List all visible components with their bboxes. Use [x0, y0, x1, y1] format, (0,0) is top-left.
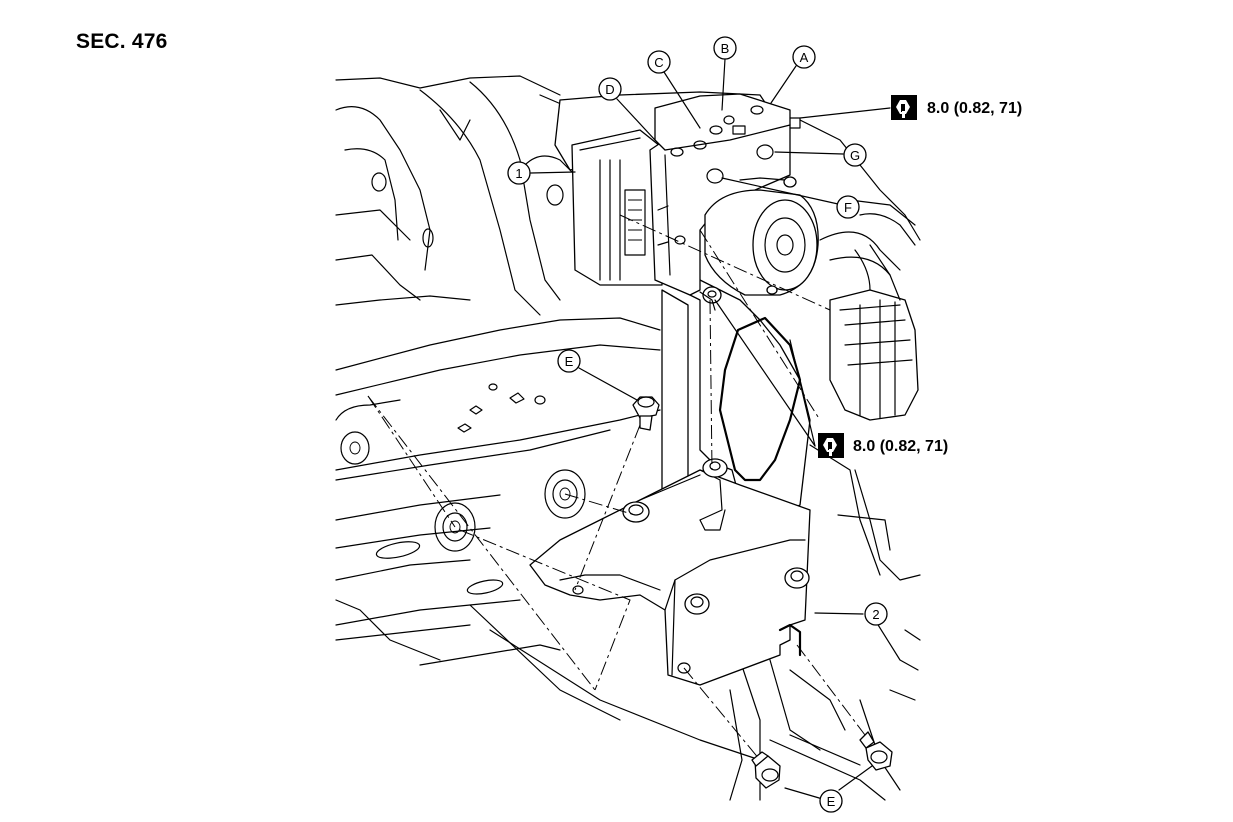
- assembly-centerlines: [367, 214, 866, 761]
- callout-part-1: 1: [507, 161, 531, 185]
- svg-text:B: B: [721, 41, 730, 56]
- svg-text:F: F: [844, 200, 852, 215]
- torque-wrench-icon: [891, 95, 917, 120]
- callout-port-g: G: [843, 143, 867, 167]
- callout-bolt-e-lower: E: [819, 789, 843, 813]
- bolt-e-lower-left: [751, 751, 781, 789]
- callout-port-b: B: [713, 36, 737, 60]
- bracket-nut-lower-right: [784, 567, 810, 589]
- callout-port-c: C: [647, 50, 671, 74]
- bracket-nut-lower-left: [684, 593, 710, 615]
- svg-text:2: 2: [872, 607, 879, 622]
- vehicle-body-structure: [335, 75, 921, 801]
- bracket-center-nut: [702, 458, 728, 478]
- svg-text:G: G: [850, 148, 860, 163]
- torque-spec-upper: 8.0 (0.82, 71): [891, 95, 1022, 120]
- svg-text:1: 1: [515, 166, 522, 181]
- svg-text:A: A: [800, 50, 809, 65]
- callout-port-f: F: [836, 195, 860, 219]
- svg-text:E: E: [565, 354, 574, 369]
- callout-bolt-e-upper: E: [557, 349, 581, 373]
- callout-port-a: A: [792, 45, 816, 69]
- callout-part-2: 2: [864, 602, 888, 626]
- bolt-e-upper-left: [632, 396, 660, 431]
- section-label: SEC. 476: [76, 30, 168, 53]
- svg-text:C: C: [654, 55, 663, 70]
- leader-lines: [530, 58, 891, 801]
- torque-value-lower: 8.0 (0.82, 71): [853, 438, 948, 455]
- callout-port-d: D: [598, 77, 622, 101]
- svg-text:E: E: [827, 794, 836, 809]
- torque-wrench-icon: [818, 433, 844, 458]
- actuator-bracket-part-2: [529, 269, 811, 686]
- abs-actuator-part-1: [554, 91, 819, 311]
- torque-value-upper: 8.0 (0.82, 71): [927, 100, 1022, 117]
- bracket-nut-upper: [622, 501, 650, 523]
- torque-spec-lower: 8.0 (0.82, 71): [818, 433, 948, 458]
- svg-text:D: D: [605, 82, 614, 97]
- bolt-e-lower-right: [859, 731, 893, 771]
- harness-connector: [829, 244, 919, 421]
